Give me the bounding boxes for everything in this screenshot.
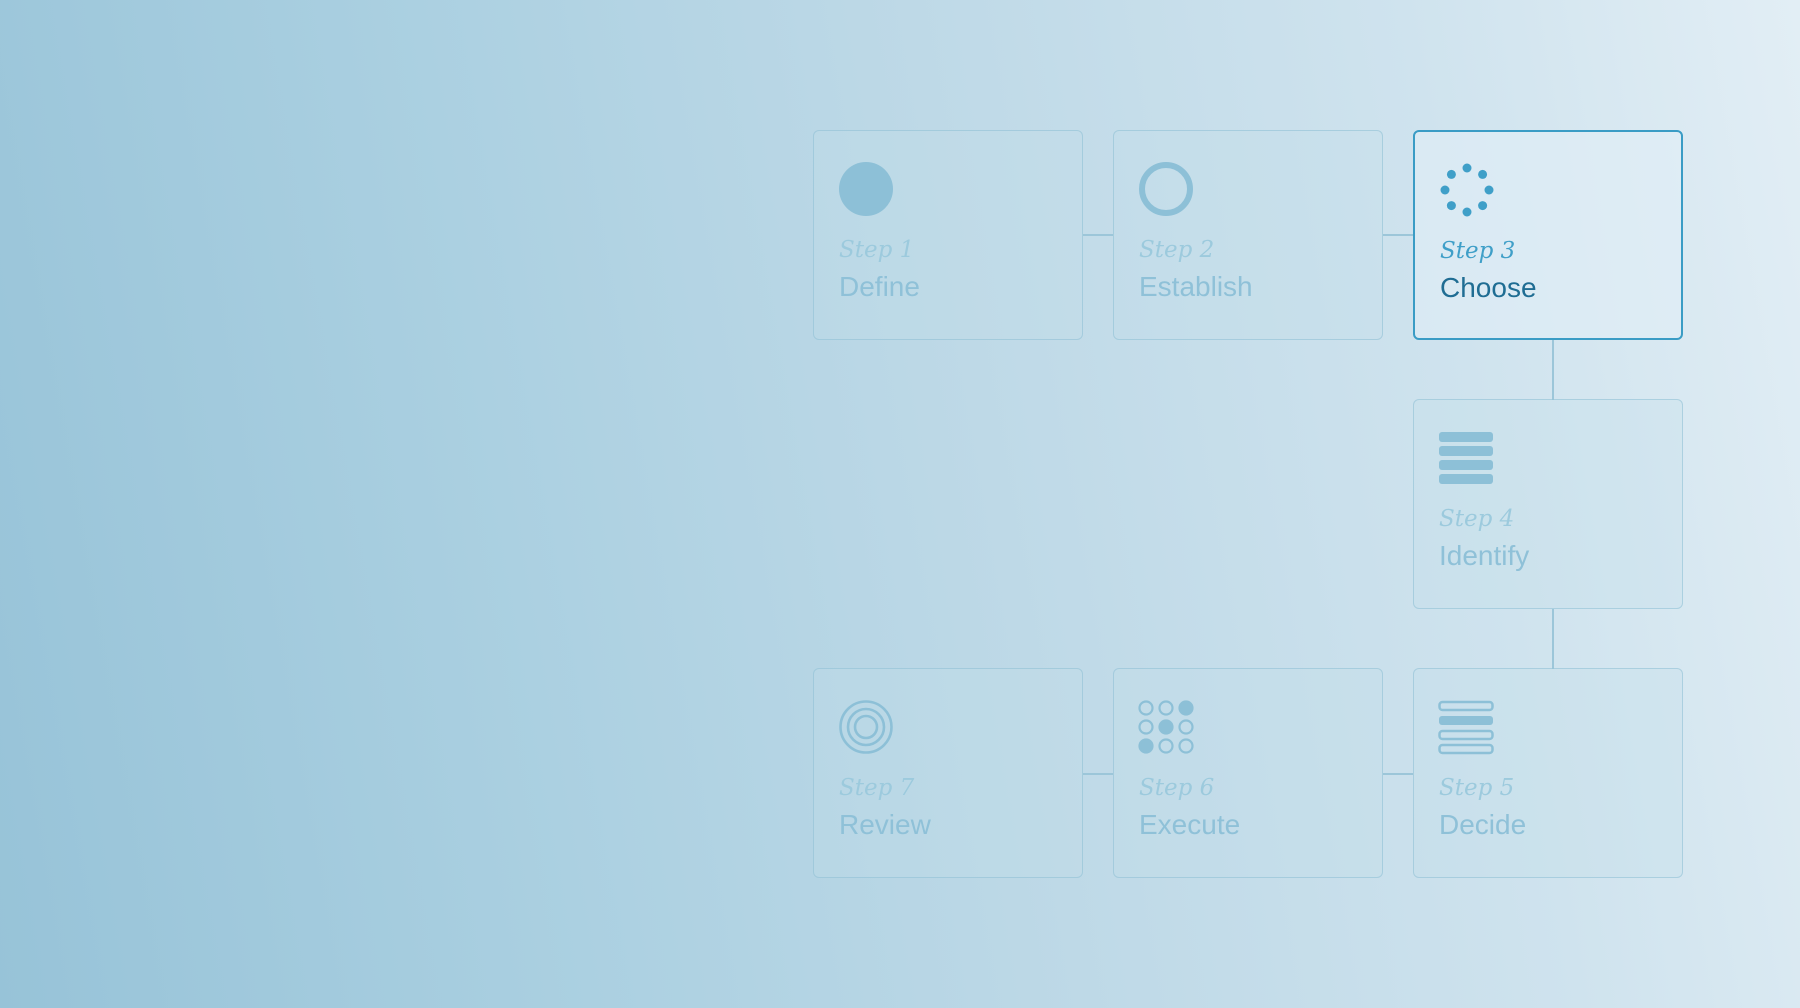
dotted-circle-icon: [1440, 163, 1494, 217]
step-number: Step 7: [839, 775, 915, 801]
step-number: Step 4: [1439, 506, 1515, 532]
step-number: Step 6: [1139, 775, 1215, 801]
step-card-define[interactable]: Step 1 Define: [813, 130, 1083, 340]
connector-step4-step5: [1552, 609, 1554, 669]
connector-step3-step4: [1552, 340, 1554, 400]
dot-grid-icon: [1138, 700, 1194, 754]
step-card-establish[interactable]: Step 2 Establish: [1113, 130, 1383, 340]
connector-step2-step3: [1383, 234, 1413, 236]
step-number: Step 1: [839, 237, 915, 263]
step-title: Execute: [1139, 809, 1241, 840]
ring-icon: [1139, 162, 1193, 216]
stacked-bars-icon: [1439, 432, 1493, 484]
step-title: Decide: [1439, 809, 1527, 840]
connector-step6-step7: [1083, 773, 1113, 775]
step-title: Establish: [1139, 271, 1253, 302]
step-title: Define: [839, 271, 920, 302]
step-number: Step 2: [1139, 237, 1215, 263]
step-title: Review: [839, 809, 931, 840]
connector-step1-step2: [1083, 234, 1113, 236]
connector-step5-step6: [1383, 773, 1413, 775]
concentric-circles-icon: [839, 700, 893, 754]
step-title: Identify: [1439, 540, 1530, 571]
step-card-choose[interactable]: Step 3 Choose: [1413, 130, 1683, 340]
step-title: Choose: [1440, 272, 1537, 303]
step-number: Step 3: [1440, 238, 1516, 264]
step-card-execute[interactable]: Step 6 Execute: [1113, 668, 1383, 878]
step-card-decide[interactable]: Step 5 Decide: [1413, 668, 1683, 878]
step-card-identify[interactable]: Step 4 Identify: [1413, 399, 1683, 609]
step-card-review[interactable]: Step 7 Review: [813, 668, 1083, 878]
highlighted-bar-list-icon: [1438, 700, 1494, 755]
filled-circle-icon: [839, 162, 893, 216]
step-number: Step 5: [1439, 775, 1515, 801]
